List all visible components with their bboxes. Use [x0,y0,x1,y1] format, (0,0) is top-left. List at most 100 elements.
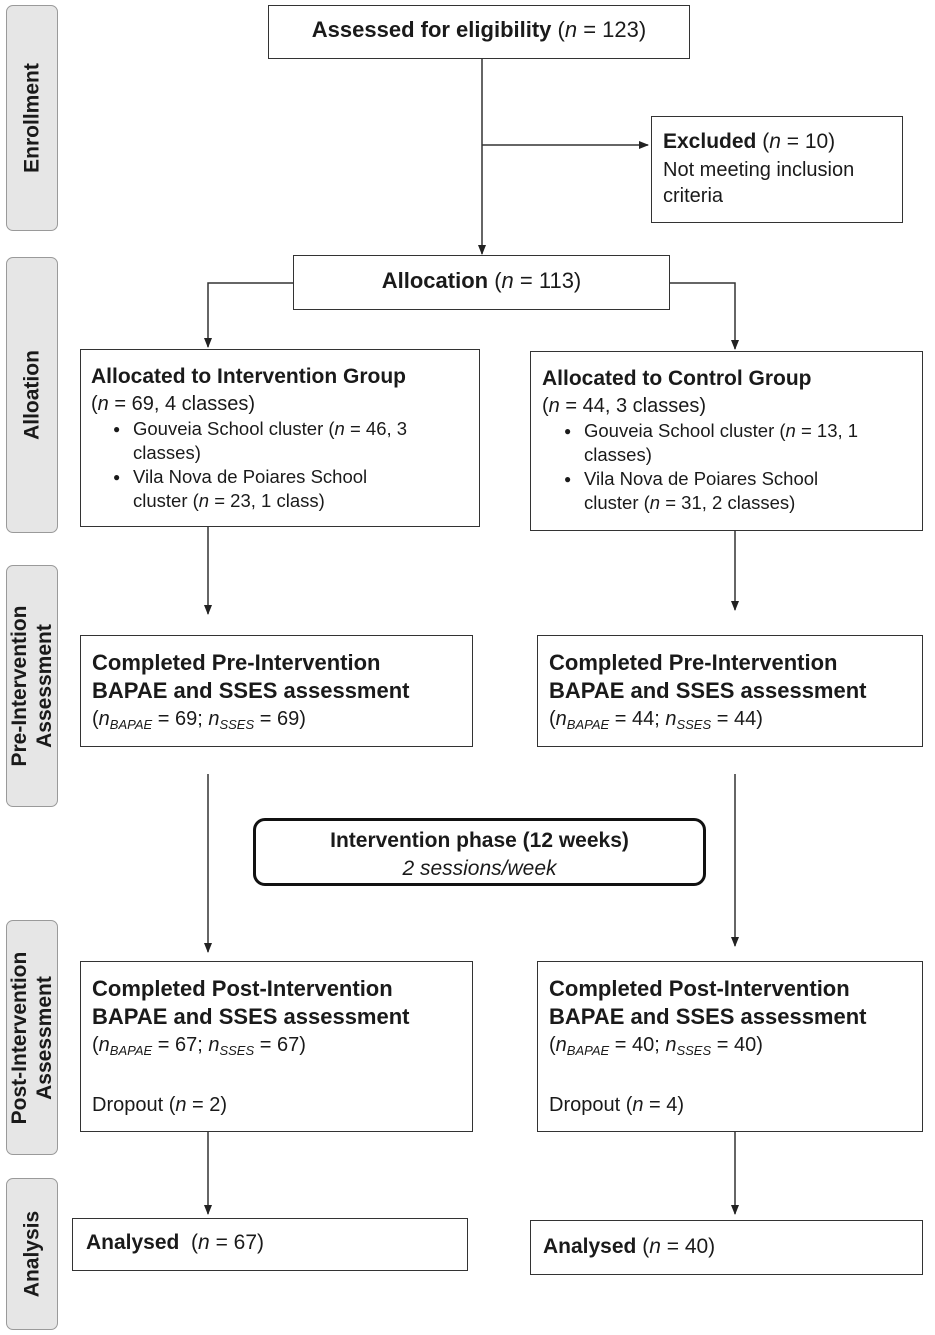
intervention-item2-a: Vila Nova de Poiares School [133,466,368,487]
assessed-label: Assessed for eligibility [311,17,552,42]
pre-intervention-left-box: Completed Pre-Intervention BAPAE and SSE… [80,635,473,747]
intervention-item2-n: n [198,490,210,511]
post-right-dropout-v: = 4) [643,1094,685,1116]
sidebar-enrollment-label: Enrollment [20,63,44,173]
post-intervention-right-box: Completed Post-Intervention BAPAE and SS… [537,961,923,1132]
intervention-item1-c: classes) [133,442,201,463]
control-item2-c: = 31, 2 classes) [660,492,796,513]
analysed-left-v: = 67) [209,1231,265,1254]
post-right-v1: = 40; [609,1034,666,1056]
sidebar-allocation: Alloation [6,257,58,533]
post-right-open: ( [549,1034,556,1056]
post-right-n: n [555,1034,567,1056]
intervention-group-title: Allocated to Intervention Group [91,365,407,388]
sidebar-post-intervention-label: Post-Intervention Assessment [7,951,57,1124]
post-left-line2: BAPAE and SSES assessment [92,1004,410,1029]
control-item1-c: classes) [584,444,652,465]
analysed-left-box: Analysed (n = 67) [72,1218,468,1271]
intervention-item1-a: Gouveia School cluster ( [133,418,335,439]
excluded-reason-line2: criteria [663,185,724,207]
list-item: Gouveia School cluster (n = 46, 3classes… [91,417,469,465]
intervention-subtitle-rest: = 69, 4 classes) [108,393,255,415]
intervention-subtitle-open: ( [91,393,98,415]
excluded-value: = 10) [780,130,836,153]
pre-right-n: n [555,708,567,730]
control-item1-n: n [785,420,796,441]
control-item1-a: Gouveia School cluster ( [584,420,786,441]
intervention-phase-box: Intervention phase (12 weeks) 2 sessions… [253,818,706,886]
intervention-item2-b: cluster ( [133,490,199,511]
post-right-sub2: SSES [676,1043,712,1058]
pre-right-v2: = 44) [711,708,763,730]
post-left-sub1: BAPAE [109,1043,153,1058]
pre-left-line1: Completed Pre-Intervention [92,650,381,675]
analysed-left-label: Analysed [86,1231,180,1254]
control-item2-b: cluster ( [584,492,650,513]
post-right-line1: Completed Post-Intervention [549,976,850,1001]
phase-title: Intervention phase (12 weeks) [330,829,629,852]
intervention-item2-c: = 23, 1 class) [209,490,325,511]
assessed-value: = 123) [577,17,647,42]
sidebar-pre-line1: Pre-Intervention [8,605,31,767]
list-item: Gouveia School cluster (n = 13, 1classes… [542,419,912,467]
post-left-dropout: Dropout ( [92,1094,176,1116]
post-right-sub1: BAPAE [566,1043,610,1058]
phase-sessions: 2 sessions/week [402,857,557,880]
allocation-open: ( [488,268,502,293]
control-cluster-list: Gouveia School cluster (n = 13, 1classes… [542,419,912,515]
post-right-dropout-n: n [632,1094,644,1116]
pre-right-v1: = 44; [609,708,666,730]
pre-right-sub1: BAPAE [566,717,610,732]
sidebar-analysis-label: Analysis [20,1210,44,1298]
control-group-title: Allocated to Control Group [542,367,812,390]
arrow-allocation-to-intervention [204,282,294,348]
control-item2-a: Vila Nova de Poiares School [584,468,819,489]
control-group-box: Allocated to Control Group (n = 44, 3 cl… [530,351,923,531]
analysed-right-v: = 40) [660,1235,716,1258]
post-left-n2: n [208,1034,220,1056]
analysed-right-n: n [649,1235,661,1258]
allocation-label: Allocation [381,268,489,293]
analysed-left-n: n [198,1231,210,1254]
excluded-open: ( [756,130,770,153]
assessed-box: Assessed for eligibility (n = 123) [268,5,690,59]
pre-left-v2: = 69) [254,708,306,730]
sidebar-enrollment: Enrollment [6,5,58,231]
excluded-label: Excluded [663,130,757,153]
sidebar-pre-intervention: Pre-Intervention Assessment [6,565,58,807]
control-item2-n: n [649,492,661,513]
pre-left-n2: n [208,708,220,730]
pre-right-line1: Completed Pre-Intervention [549,650,838,675]
control-subtitle-n: n [548,395,560,417]
sidebar-post-intervention: Post-Intervention Assessment [6,920,58,1155]
pre-intervention-right-box: Completed Pre-Intervention BAPAE and SSE… [537,635,923,747]
list-item: Vila Nova de Poiares School cluster (n = … [91,465,469,513]
sidebar-pre-intervention-label: Pre-Intervention Assessment [7,605,57,766]
arrow-allocation-to-control [670,282,739,350]
pre-left-n: n [98,708,110,730]
intervention-group-box: Allocated to Intervention Group ( n = 69,… [80,349,480,527]
sidebar-pre-line2: Assessment [33,624,56,748]
excluded-box: Excluded (n = 10) Not meeting inclusion … [651,116,903,223]
analysed-right-box: Analysed (n = 40) [530,1220,923,1275]
intervention-cluster-list: Gouveia School cluster (n = 46, 3classes… [91,417,469,513]
analysed-left-open: ( [179,1231,199,1254]
pre-right-open: ( [549,708,556,730]
analysed-right-label: Analysed [543,1235,637,1258]
post-right-n2: n [665,1034,677,1056]
pre-left-sub2: SSES [219,717,255,732]
assessed-n: n [564,17,578,42]
allocation-n: n [501,268,514,293]
control-subtitle-open: ( [542,395,549,417]
post-right-line2: BAPAE and SSES assessment [549,1004,867,1029]
sidebar-allocation-label: Alloation [20,350,44,440]
pre-left-open: ( [92,708,99,730]
intervention-item1-n: n [334,418,345,439]
post-left-open: ( [92,1034,99,1056]
sidebar-post-line2: Assessment [33,975,56,1100]
pre-left-sub1: BAPAE [109,717,153,732]
sidebar-analysis: Analysis [6,1178,58,1330]
post-left-v1: = 67; [152,1034,209,1056]
allocation-box: Allocation (n = 113) [293,255,670,310]
